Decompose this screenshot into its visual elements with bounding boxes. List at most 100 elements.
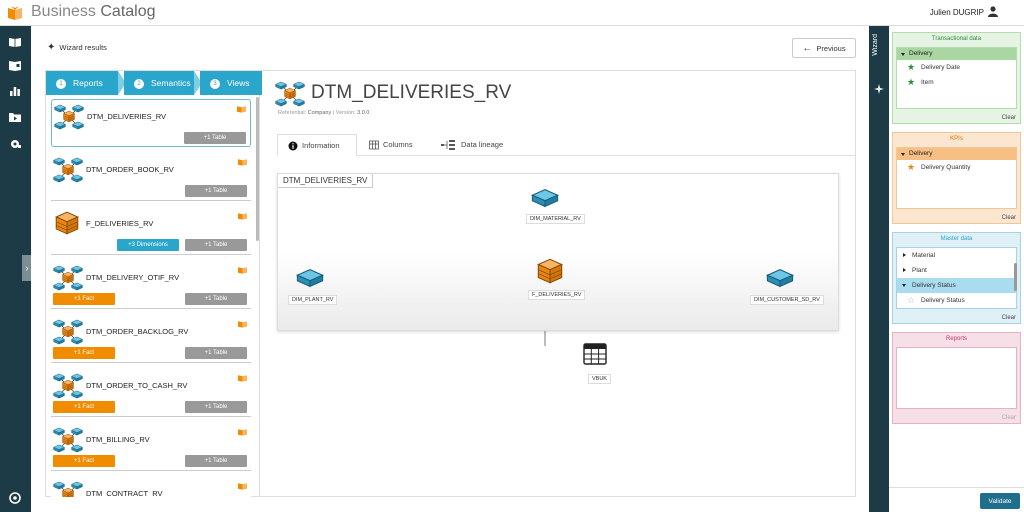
list-item[interactable]: ★Delivery Quantity (897, 160, 1016, 175)
fact-cube-icon (55, 211, 79, 235)
view-metadata: Referential: Company | Version: 3.0.0 (278, 110, 370, 116)
datamart-icon (53, 373, 83, 399)
table-badge[interactable]: +1 Table (185, 455, 247, 467)
datamart-icon (275, 79, 305, 109)
datamart-icon (54, 104, 84, 130)
clear-button[interactable]: Clear (1001, 315, 1016, 321)
previous-button[interactable]: ←Previous (792, 38, 856, 58)
table-badge[interactable]: +1 Table (185, 293, 247, 305)
fact-badge[interactable]: +1 Fact (53, 293, 115, 305)
datamart-icon (53, 157, 83, 183)
datamart-icon (53, 481, 83, 497)
star-icon: ★ (907, 162, 916, 172)
book-icon (238, 374, 247, 382)
catalog-book-icon[interactable] (8, 60, 22, 72)
dimension-cube-icon[interactable] (766, 268, 794, 288)
list-item[interactable]: DTM_BILLING_RV +1 Fact +1 Table (51, 423, 251, 471)
group-delivery[interactable]: Delivery (897, 148, 1016, 160)
list-item[interactable]: ★Item (897, 75, 1016, 90)
caret-right-icon (903, 268, 906, 272)
list-item[interactable]: DTM_ORDER_BACKLOG_RV +1 Fact +1 Table (51, 315, 251, 363)
list-scrollbar[interactable] (256, 97, 259, 241)
expand-left-handle[interactable]: › (22, 255, 32, 281)
list-item[interactable]: DTM_DELIVERY_OTIF_RV +1 Fact +1 Table (51, 261, 251, 309)
list-item[interactable]: ☆Delivery Status (897, 293, 1016, 308)
dimension-cube-icon[interactable] (296, 268, 324, 288)
dimension-cube-icon[interactable] (531, 188, 559, 208)
node-table-vbuk[interactable]: VBUK (588, 374, 611, 384)
page-title: DTM_DELIVERIES_RV (311, 82, 512, 103)
tree-item-plant[interactable]: Plant (897, 263, 1016, 278)
book-icon (238, 212, 247, 220)
tab-data-lineage[interactable]: Data lineage (431, 134, 517, 156)
user-icon[interactable] (988, 6, 998, 17)
caret-right-icon (903, 253, 906, 257)
table-badge[interactable]: +1 Table (185, 401, 247, 413)
fact-cube-icon[interactable] (537, 258, 563, 284)
open-book-icon[interactable] (8, 36, 22, 48)
clear-button[interactable]: Clear (1001, 215, 1016, 221)
master-data-box: Master data Material Plant Delivery Stat… (892, 232, 1021, 324)
clear-button[interactable]: Clear (1001, 115, 1016, 121)
transactional-data-box: Transactional data Delivery ★Delivery Da… (892, 32, 1021, 124)
detail-tabs: Information Columns Data lineage (277, 134, 856, 156)
node-fact-deliveries[interactable]: F_DELIVERIES_RV (528, 290, 586, 300)
diagram-title: DTM_DELIVERIES_RV (278, 174, 374, 188)
master-scrollbar[interactable] (1014, 263, 1017, 291)
sparkle-icon (874, 84, 884, 94)
node-dim-plant[interactable]: DIM_PLANT_RV (288, 295, 338, 305)
node-dim-customer[interactable]: DIM_CUSTOMER_SD_RV (750, 295, 824, 305)
dimensions-badge[interactable]: +3 Dimensions (117, 239, 179, 251)
list-item[interactable]: DTM_CONTRACT_RV (51, 477, 251, 497)
lineage-diagram: DTM_DELIVERIES_RV DIM_MATERIAL_RV DIM_PL… (277, 173, 839, 331)
table-badge[interactable]: +1 Table (185, 239, 247, 251)
support-icon[interactable] (8, 492, 22, 504)
tab-columns[interactable]: Columns (359, 134, 425, 156)
datamart-icon (53, 319, 83, 345)
table-grid-icon[interactable] (583, 343, 607, 365)
tree-item-delivery-status[interactable]: Delivery Status (897, 278, 1016, 293)
bar-chart-icon[interactable] (8, 85, 22, 97)
gear-cog-icon[interactable] (8, 138, 22, 150)
fact-badge[interactable]: +1 Fact (53, 455, 115, 467)
info-icon (288, 141, 298, 151)
table-badge[interactable]: +1 Table (185, 347, 247, 359)
wizard-sidebar-tab[interactable]: Wizard (869, 26, 889, 512)
table-badge[interactable]: +1 Table (185, 185, 247, 197)
star-icon: ★ (907, 77, 916, 87)
book-icon (238, 482, 247, 490)
star-icon: ★ (907, 62, 916, 72)
book-icon (237, 105, 246, 113)
kpis-box: KPIs Delivery ★Delivery Quantity Clear (892, 132, 1021, 224)
business-catalog-logo-icon (8, 6, 22, 20)
tree-item-material[interactable]: Material (897, 248, 1016, 263)
list-item[interactable]: F_DELIVERIES_RV +3 Dimensions +1 Table (51, 207, 251, 255)
book-icon (238, 158, 247, 166)
lineage-tree-icon (441, 140, 455, 150)
arrow-left-icon: ← (802, 42, 813, 54)
list-item[interactable]: DTM_ORDER_TO_CASH_RV +1 Fact +1 Table (51, 369, 251, 417)
folder-icon[interactable] (8, 111, 22, 123)
node-dim-material[interactable]: DIM_MATERIAL_RV (526, 214, 585, 224)
table-badge[interactable]: +1 Table (184, 132, 246, 144)
book-icon (238, 266, 247, 274)
fact-badge[interactable]: +1 Fact (53, 347, 115, 359)
fact-badge[interactable]: +1 Fact (53, 401, 115, 413)
group-delivery[interactable]: Delivery (897, 48, 1016, 60)
list-item[interactable]: ★Delivery Date (897, 60, 1016, 75)
datamart-icon (53, 427, 83, 453)
list-item[interactable]: DTM_DELIVERIES_RV +1 Table (51, 99, 251, 147)
validate-button[interactable]: Validate (980, 493, 1020, 509)
sparkle-icon: ✦ (47, 42, 56, 53)
book-icon (238, 428, 247, 436)
clear-button[interactable]: Clear (1001, 415, 1016, 421)
list-item[interactable]: DTM_ORDER_BOOK_RV +1 Table (51, 153, 251, 201)
app-title: Business Catalog (31, 3, 156, 20)
tab-information[interactable]: Information (277, 134, 357, 156)
